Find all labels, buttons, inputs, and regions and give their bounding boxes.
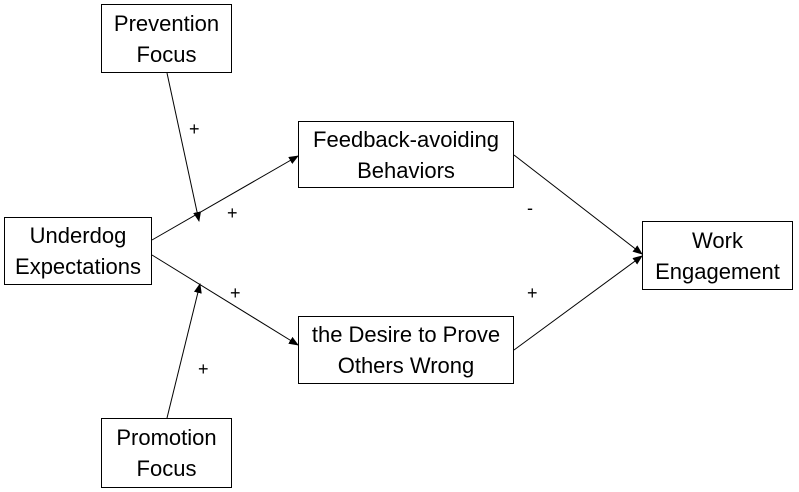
arrow-feedback-to-engagement (513, 154, 643, 255)
underdog-expectations-line1: Underdog (29, 223, 127, 248)
prevention-focus-box: Prevention Focus (101, 4, 232, 73)
sign-underdog-to-feedback: + (227, 203, 238, 223)
arrow-underdog-to-feedback (151, 155, 299, 241)
desire-to-prove-line1: the Desire to Prove (311, 322, 501, 347)
desire-to-prove-line2: Others Wrong (337, 353, 475, 378)
arrow-underdog-to-desire (151, 254, 299, 346)
promotion-focus-line2: Focus (136, 456, 197, 481)
sign-underdog-to-desire: + (230, 283, 241, 303)
feedback-avoiding-line1: Feedback-avoiding (313, 126, 499, 152)
work-engagement-line2: Engagement (655, 258, 780, 284)
arrow-promotion-moderation (166, 283, 202, 419)
feedback-avoiding-box: Feedback-avoiding Behaviors (298, 121, 514, 188)
underdog-expectations-box: Underdog Expectations (4, 217, 152, 285)
promotion-focus-line1: Promotion (116, 425, 217, 450)
sign-desire-to-engagement: + (527, 283, 538, 303)
desire-to-prove-box: the Desire to Prove Others Wrong (298, 316, 514, 384)
promotion-focus-box: Promotion Focus (101, 418, 232, 488)
prevention-focus-line1: Prevention (113, 10, 220, 36)
underdog-expectations-line2: Expectations (15, 254, 141, 279)
work-engagement-line1: Work (692, 227, 743, 253)
feedback-avoiding-line2: Behaviors (357, 157, 455, 183)
prevention-focus-line2: Focus (136, 41, 197, 67)
arrow-desire-to-engagement (513, 255, 643, 351)
sign-feedback-to-engagement: - (527, 198, 533, 218)
arrow-prevention-moderation (166, 72, 202, 222)
work-engagement-box: Work Engagement (642, 221, 793, 290)
sign-prevention-moderation: + (189, 119, 200, 139)
sign-promotion-moderation: + (198, 359, 209, 379)
